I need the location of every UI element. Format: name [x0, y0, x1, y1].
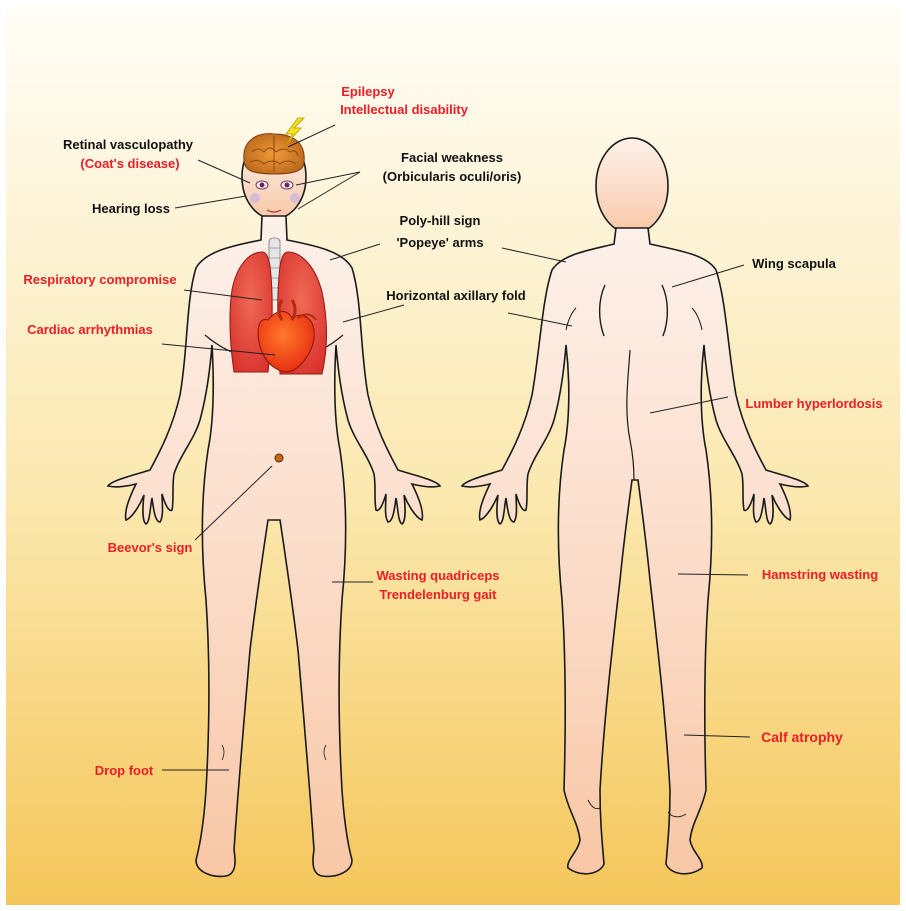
- label-wasting-quadriceps: Wasting quadriceps: [376, 568, 499, 583]
- label-facial-weakness: Facial weakness: [401, 150, 503, 165]
- label-cardiac-arrhythmias: Cardiac arrhythmias: [27, 322, 153, 337]
- label-respiratory-compromise: Respiratory compromise: [23, 272, 176, 287]
- label-retinal-vasculopathy: Retinal vasculopathy: [63, 137, 194, 152]
- left-cheek-marks: [250, 193, 260, 203]
- label-drop-foot: Drop foot: [95, 763, 154, 778]
- label-coats-disease: (Coat's disease): [80, 156, 179, 171]
- label-horizontal-axillary-fold: Horizontal axillary fold: [386, 288, 525, 303]
- right-cheek-marks: [290, 193, 300, 203]
- label-hamstring-wasting: Hamstring wasting: [762, 567, 878, 582]
- right-iris: [285, 183, 290, 188]
- label-poly-hill-sign: Poly-hill sign: [400, 213, 481, 228]
- label-intellectual-disability: Intellectual disability: [340, 102, 469, 117]
- navel-dot-icon: [275, 454, 283, 462]
- label-orbicularis: (Orbicularis oculi/oris): [383, 169, 522, 184]
- back-head: [596, 138, 668, 234]
- label-popeye-arms: 'Popeye' arms: [396, 235, 483, 250]
- label-hearing-loss: Hearing loss: [92, 201, 170, 216]
- label-epilepsy: Epilepsy: [341, 84, 395, 99]
- label-calf-atrophy: Calf atrophy: [761, 729, 843, 745]
- label-trendelenburg-gait: Trendelenburg gait: [379, 587, 497, 602]
- label-lumber-hyperlordosis: Lumber hyperlordosis: [745, 396, 882, 411]
- left-iris: [260, 183, 265, 188]
- label-beevors-sign: Beevor's sign: [108, 540, 193, 555]
- brain-icon: [244, 134, 304, 174]
- label-wing-scapula: Wing scapula: [752, 256, 836, 271]
